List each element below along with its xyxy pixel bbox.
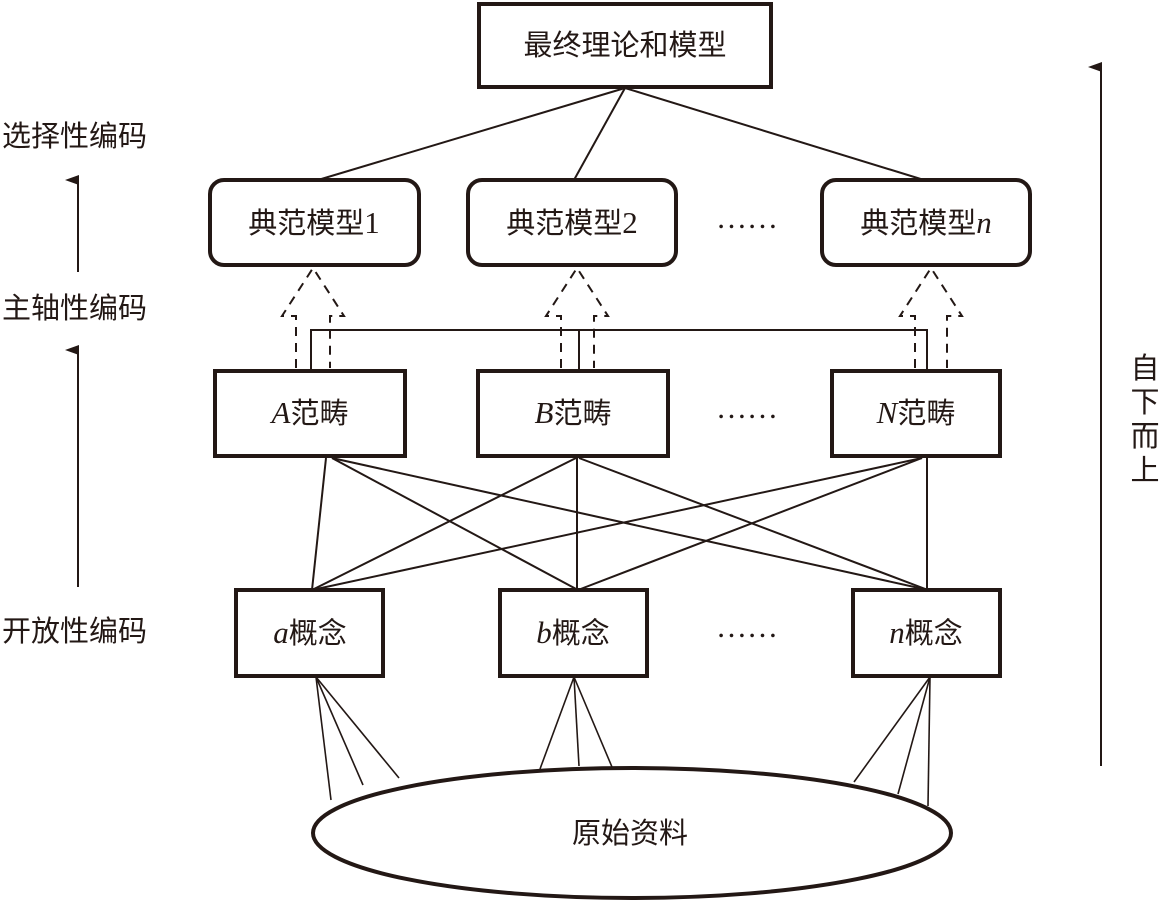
svg-text:a概念: a概念 bbox=[273, 615, 347, 650]
source-label: 原始资料 bbox=[572, 816, 688, 850]
svg-text:典范模型2: 典范模型2 bbox=[506, 205, 638, 240]
model-1-suffix: 1 bbox=[364, 205, 380, 240]
svg-text:A范畴: A范畴 bbox=[270, 395, 349, 430]
direction-char-1: 自 bbox=[1130, 351, 1159, 385]
direction-char-2: 下 bbox=[1130, 385, 1159, 419]
concept-n-suffix: 概念 bbox=[905, 616, 963, 650]
concept-a-prefix: a bbox=[273, 615, 289, 650]
model-box-2: 典范模型2 bbox=[466, 178, 678, 267]
level-label-open: 开放性编码 bbox=[2, 614, 147, 648]
category-b-prefix: B bbox=[535, 395, 554, 430]
link-top-model-2 bbox=[573, 87, 626, 181]
top-to-model-links bbox=[317, 87, 925, 181]
svg-text:典范模型1: 典范模型1 bbox=[248, 205, 380, 240]
category-b-suffix: 范畴 bbox=[553, 396, 611, 430]
level-label-selective: 选择性编码 bbox=[2, 119, 147, 153]
dashed-arrow-2 bbox=[544, 266, 610, 368]
category-concept-links bbox=[311, 457, 929, 591]
category-a-prefix: A bbox=[270, 395, 292, 430]
svg-text:N范畴: N范畴 bbox=[876, 395, 956, 430]
direction-label: 自 下 而 上 bbox=[1130, 351, 1159, 487]
model-box-n: 典范模型n bbox=[820, 178, 1032, 267]
model-box-1: 典范模型1 bbox=[208, 178, 421, 267]
model-2-suffix: 2 bbox=[622, 205, 638, 240]
concept-n-prefix: n bbox=[889, 615, 905, 650]
link-top-model-1 bbox=[317, 87, 626, 181]
concept-box-n: n概念 bbox=[851, 588, 1002, 678]
category-a-suffix: 范畴 bbox=[290, 396, 348, 430]
categories-ellipsis: …… bbox=[716, 390, 778, 425]
category-n-suffix: 范畴 bbox=[897, 396, 955, 430]
dashed-arrows bbox=[280, 266, 964, 368]
concept-box-b: b概念 bbox=[498, 588, 649, 678]
concept-box-a: a概念 bbox=[234, 588, 385, 678]
category-n-prefix: N bbox=[876, 395, 900, 430]
category-box-b: B范畴 bbox=[476, 369, 670, 458]
model-1-prefix: 典范模型 bbox=[248, 206, 364, 240]
svg-text:n概念: n概念 bbox=[889, 615, 963, 650]
concept-b-suffix: 概念 bbox=[552, 616, 610, 650]
direction-char-3: 而 bbox=[1130, 419, 1159, 453]
final-theory-box: 最终理论和模型 bbox=[477, 2, 773, 89]
svg-text:b概念: b概念 bbox=[536, 615, 610, 650]
category-box-a: A范畴 bbox=[213, 369, 407, 458]
concept-a-suffix: 概念 bbox=[289, 616, 347, 650]
final-theory-label: 最终理论和模型 bbox=[523, 28, 726, 62]
model-n-prefix: 典范模型 bbox=[860, 206, 976, 240]
dashed-arrow-n bbox=[898, 266, 964, 368]
dashed-arrow-1 bbox=[280, 266, 346, 368]
link-top-model-n bbox=[624, 87, 925, 181]
level-label-axial: 主轴性编码 bbox=[2, 291, 147, 325]
concept-source-links bbox=[315, 676, 931, 807]
models-ellipsis: …… bbox=[716, 200, 778, 235]
category-link-bar bbox=[310, 329, 928, 370]
concepts-ellipsis: …… bbox=[716, 609, 778, 644]
model-2-prefix: 典范模型 bbox=[506, 206, 622, 240]
svg-text:典范模型n: 典范模型n bbox=[860, 205, 992, 240]
model-n-suffix: n bbox=[976, 205, 992, 240]
concept-b-prefix: b bbox=[536, 615, 552, 650]
direction-char-4: 上 bbox=[1130, 453, 1159, 487]
category-box-n: N范畴 bbox=[830, 369, 1002, 458]
svg-text:B范畴: B范畴 bbox=[535, 395, 612, 430]
source-ellipse: 原始资料 bbox=[311, 766, 953, 900]
